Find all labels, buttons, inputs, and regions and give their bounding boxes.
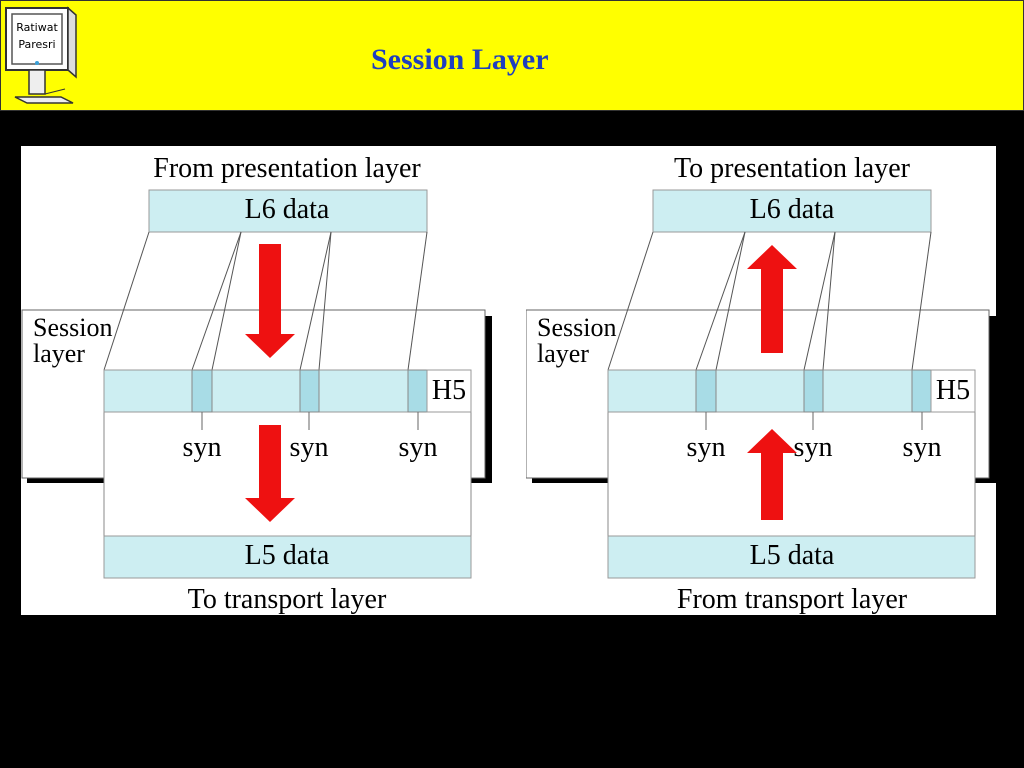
left-lower-frame (103, 411, 472, 537)
right-bottom-label: From transport layer (677, 584, 908, 615)
session-layer-diagram: From presentation layer L6 data Session … (21, 146, 996, 615)
left-down-arrow-icon-2 (245, 425, 295, 522)
svg-text:Paresri: Paresri (18, 38, 55, 51)
left-session-label: Session (33, 313, 112, 342)
left-syn-ticks (201, 412, 419, 430)
left-syn-block-2 (299, 369, 320, 413)
right-syn-block-1 (695, 369, 717, 413)
left-syn-block-1 (191, 369, 213, 413)
left-layer-label: layer (33, 339, 85, 368)
left-l5-box (103, 535, 472, 579)
right-top-label: To presentation layer (674, 153, 911, 184)
left-fan-lines (103, 231, 428, 371)
left-l6-label: L6 data (245, 194, 330, 225)
right-l5-box (607, 535, 976, 579)
left-syn-label-3: syn (399, 432, 438, 463)
right-h5-box (930, 369, 976, 413)
svg-text:Ratiwat: Ratiwat (16, 21, 58, 34)
left-down-arrow-icon (245, 244, 295, 358)
left-h5-label: H5 (432, 375, 466, 406)
right-up-arrow-icon-2 (747, 429, 797, 520)
right-syn-block-3 (911, 369, 932, 413)
right-layer-label: layer (537, 339, 589, 368)
right-syn-label-1: syn (687, 432, 726, 463)
right-h5-label: H5 (936, 375, 970, 406)
left-syn-label-2: syn (290, 432, 329, 463)
slide-header: Ratiwat Paresri Session Layer (0, 0, 1024, 111)
right-panel: To presentation layer L6 data Session la… (526, 153, 996, 615)
right-l6-label: L6 data (750, 194, 835, 225)
left-syn-label-1: syn (183, 432, 222, 463)
left-panel: From presentation layer L6 data Session … (21, 153, 492, 615)
right-lower-frame (607, 411, 976, 537)
left-h5-box (426, 369, 472, 413)
right-l6-box (652, 189, 932, 233)
page-title: Session Layer (371, 43, 549, 76)
right-l5-label: L5 data (750, 540, 835, 571)
left-top-label: From presentation layer (153, 153, 421, 184)
left-bottom-label: To transport layer (188, 584, 387, 615)
monitor-logo-icon: Ratiwat Paresri (5, 6, 77, 104)
right-session-label: Session (537, 313, 616, 342)
right-fan-lines (607, 231, 932, 371)
right-syn-label-2: syn (794, 432, 833, 463)
right-syn-label-3: syn (903, 432, 942, 463)
right-up-arrow-icon (747, 245, 797, 353)
right-syn-ticks (705, 412, 923, 430)
right-syn-block-2 (803, 369, 824, 413)
left-l6-box (148, 189, 428, 233)
left-syn-block-3 (407, 369, 428, 413)
left-l5-label: L5 data (245, 540, 330, 571)
